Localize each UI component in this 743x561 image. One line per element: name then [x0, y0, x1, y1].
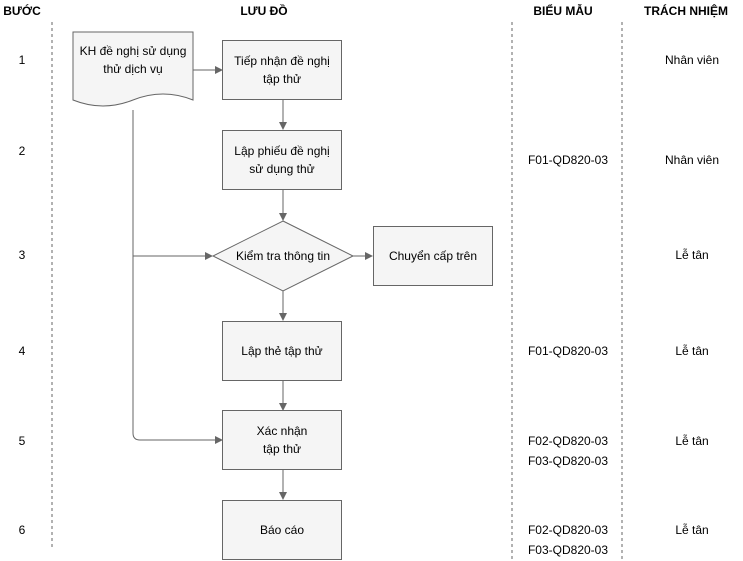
form-step-4: F01-QD820-03: [527, 344, 609, 358]
form-step-6b: F03-QD820-03: [527, 543, 609, 557]
step-number-5: 5: [18, 434, 26, 448]
node-escalate: Chuyển cấp trên: [373, 226, 493, 286]
step-number-6: 6: [18, 523, 26, 537]
node-confirm-trial: Xác nhận tập thử: [222, 410, 342, 470]
node-confirm-trial-label: Xác nhận tập thử: [256, 424, 308, 456]
node-create-form: Lập phiếu đề nghị sử dụng thử: [222, 130, 342, 190]
node-create-card: Lập thẻ tập thử: [222, 321, 342, 381]
node-check-info-label: Kiểm tra thông tin: [235, 249, 331, 263]
responsibility-step-3: Lễ tân: [675, 248, 709, 262]
node-report-label: Báo cáo: [259, 523, 305, 537]
step-number-1: 1: [18, 53, 26, 67]
form-step-5a: F02-QD820-03: [527, 434, 609, 448]
node-create-card-label: Lập thẻ tập thử: [241, 344, 323, 358]
node-receive-request: Tiếp nhận đề nghị tập thử: [222, 40, 342, 100]
responsibility-step-6: Lễ tân: [675, 523, 709, 537]
node-create-form-label: Lập phiếu đề nghị sử dụng thử: [234, 144, 330, 176]
node-request-document: KH đề nghị sử dụng thử dịch vụ: [77, 40, 189, 80]
form-step-5b: F03-QD820-03: [527, 454, 609, 468]
step-number-3: 3: [18, 248, 26, 262]
responsibility-step-2: Nhân viên: [664, 153, 720, 167]
node-report: Báo cáo: [222, 500, 342, 560]
node-request-document-label: KH đề nghị sử dụng thử dịch vụ: [79, 44, 187, 76]
step-number-4: 4: [18, 344, 26, 358]
form-step-2: F01-QD820-03: [527, 153, 609, 167]
form-step-6a: F02-QD820-03: [527, 523, 609, 537]
node-escalate-label: Chuyển cấp trên: [388, 249, 478, 263]
responsibility-step-5: Lễ tân: [675, 434, 709, 448]
header-form: BIỂU MẪU: [533, 4, 593, 18]
document-shape: [72, 31, 194, 107]
node-check-info: Kiểm tra thông tin: [213, 246, 353, 266]
header-flow: LƯU ĐỒ: [240, 4, 288, 18]
header-responsibility: TRÁCH NHIỆM: [644, 4, 728, 18]
step-number-2: 2: [18, 144, 26, 158]
connector-doc-to-confirm: [132, 110, 223, 444]
responsibility-step-4: Lễ tân: [675, 344, 709, 358]
node-receive-request-label: Tiếp nhận đề nghị tập thử: [234, 54, 330, 86]
header-step: BƯỚC: [3, 4, 41, 18]
responsibility-step-1: Nhân viên: [664, 53, 720, 67]
